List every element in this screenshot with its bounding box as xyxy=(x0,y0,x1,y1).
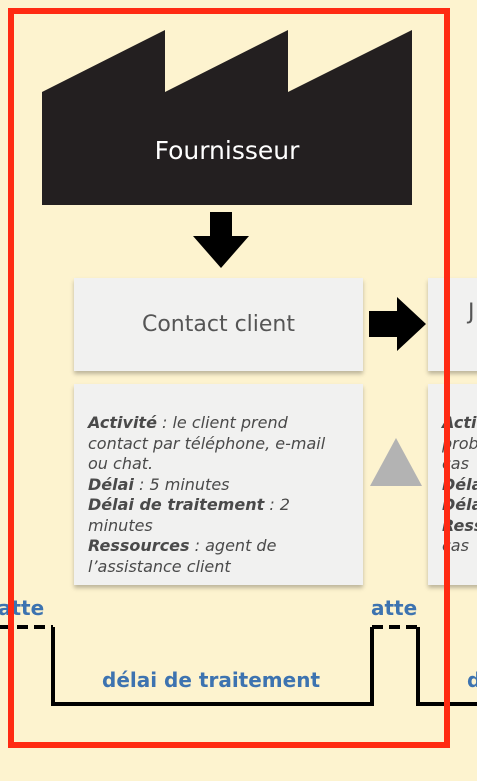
factory-icon xyxy=(42,30,412,205)
processing-label: Délai de traitement xyxy=(88,495,265,514)
delay-line: Délai : 5 minutes xyxy=(88,475,349,496)
next-line: Déla xyxy=(442,474,477,494)
timeline-next-step xyxy=(416,627,477,706)
next-line: Déla xyxy=(442,495,477,514)
delay-text: : 5 minutes xyxy=(133,474,230,494)
resources-text: : agent de l’assistance client xyxy=(88,536,277,576)
activity-label: Activité xyxy=(88,413,157,432)
processing-text: : 2 minutes xyxy=(88,495,290,535)
activity-line: Activité : le client prend contact par t… xyxy=(88,413,349,475)
process-box-contact-client: Contact client xyxy=(74,278,363,371)
down-arrow-icon xyxy=(193,212,249,268)
highlight-frame xyxy=(8,8,450,748)
processing-line: Délai de traitement : 2 minutes xyxy=(88,495,349,536)
process-box-next: J xyxy=(428,278,477,371)
process-title-partial: J xyxy=(468,300,475,325)
wait-label-left: atte xyxy=(0,596,45,620)
next-line: Activ xyxy=(442,413,477,432)
next-line: Ress xyxy=(442,515,477,535)
processing-time-label: délai de traitement xyxy=(102,668,320,692)
resources-label: Ressources xyxy=(88,536,190,555)
process-detail-next: Activ prob cas Déla Déla Ress cas xyxy=(428,384,477,585)
activity-text: : le client prend contact par téléphone,… xyxy=(88,413,326,473)
inventory-triangle-icon xyxy=(370,438,422,486)
right-arrow-icon xyxy=(369,297,426,351)
delay-label: Délai xyxy=(88,474,134,494)
resources-line: Ressources : agent de l’assistance clien… xyxy=(88,536,349,577)
process-detail-contact-client: Activité : le client prend contact par t… xyxy=(74,384,363,585)
wait-label-right: atte xyxy=(371,596,418,620)
process-title: Contact client xyxy=(141,312,295,337)
timeline-processing-step xyxy=(51,627,374,706)
processing-time-label-partial: d xyxy=(467,668,477,692)
supplier-label: Fournisseur xyxy=(154,136,300,165)
next-line: prob xyxy=(442,433,477,453)
